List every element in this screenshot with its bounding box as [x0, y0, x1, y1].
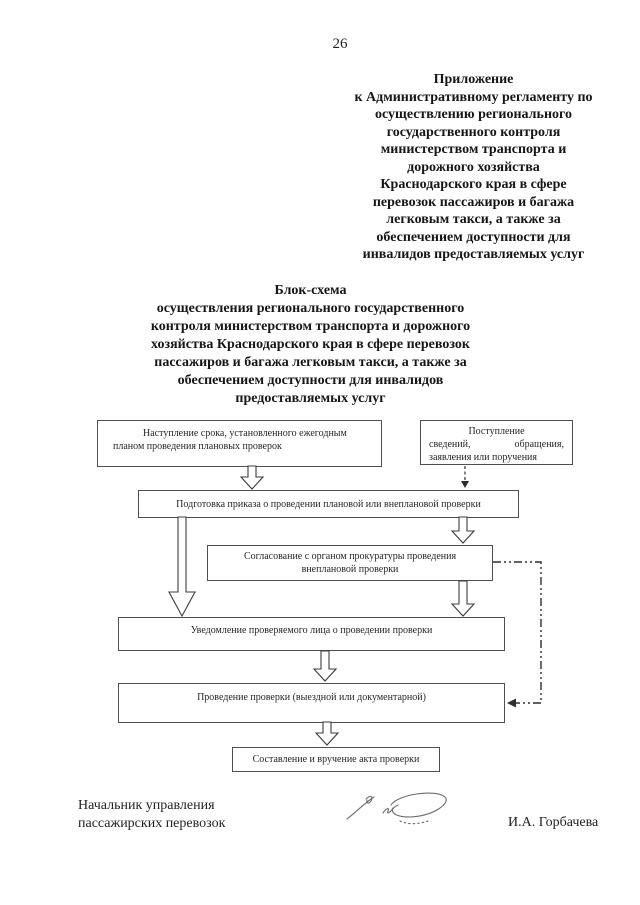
text-line: дорожного хозяйства [407, 159, 540, 175]
flow-box-incoming-line2-left: сведений, [429, 439, 471, 450]
arrow-plan-to-order-icon [239, 465, 265, 490]
flow-box-incoming-line1: Поступление [468, 426, 525, 437]
text-line: инвалидов предоставляемых услуг [362, 247, 585, 262]
text-line: перевозок пассажиров и багажа [372, 194, 575, 210]
flow-box-annual-plan-line1: Наступление срока, установленного ежегод… [143, 428, 347, 439]
text-line: обеспечением доступности для инвалидов [177, 373, 444, 388]
text-line: обеспечением доступности для [376, 229, 571, 245]
annex-heading: Приложение к Административному регламенту… [333, 71, 614, 264]
text-line: Краснодарского края в сфере [380, 177, 567, 192]
arrow-notify-to-inspection-icon [312, 650, 338, 682]
text-line: предоставляемых услуг [235, 391, 386, 406]
text-line: Блок-схема [274, 283, 347, 298]
arrow-order-to-prosecutor-icon [450, 516, 476, 544]
dashed-arrow-incoming-to-order-head-icon [461, 481, 469, 488]
flow-box-incoming-line3: заявления или поручения [429, 452, 537, 463]
text-line: пассажирских перевозок [78, 816, 226, 831]
text-line: внеплановой проверки [301, 564, 399, 575]
flow-box-incoming-line2: сведений, обращения, [429, 438, 564, 451]
text-line: государственного контроля [386, 124, 561, 140]
flow-box-inspection: Проведение проверки (выездной или докуме… [118, 683, 505, 723]
text-line: пассажиров и багажа легковым такси, а та… [154, 355, 467, 370]
arrow-prosecutor-to-notify-icon [450, 580, 476, 617]
text-line: контроля министерством транспорта и доро… [150, 319, 471, 334]
text-line: осуществления регионального государствен… [156, 301, 465, 316]
flow-box-act: Составление и вручение акта проверки [232, 747, 440, 772]
signatory-name: И.А. Горбачева [508, 815, 599, 830]
flow-box-incoming-line2-right: обращения, [514, 439, 564, 450]
signature-scribble [346, 792, 447, 825]
block-scheme-title: Блок-схема осуществления регионального го… [58, 282, 563, 408]
flow-box-prosecutor-approval: Согласование с органом прокуратуры прове… [207, 545, 493, 581]
arrow-order-to-notify-icon [168, 516, 196, 618]
text-line: Согласование с органом прокуратуры прове… [243, 551, 457, 562]
arrow-inspection-to-act-icon [314, 721, 340, 746]
text-line: хозяйства Краснодарского края в сфере пе… [151, 337, 470, 352]
text-line: осуществлению регионального [374, 107, 573, 122]
text-line: Начальник управления [78, 798, 215, 813]
flow-box-order-preparation: Подготовка приказа о проведении плановой… [138, 490, 519, 518]
text-line: к Административному регламенту по [354, 89, 593, 105]
text-line: легковым такси, а также за [386, 212, 561, 227]
flow-box-annual-plan-line2: планом проведения плановых проверок [113, 441, 282, 452]
text-line: Приложение [433, 72, 514, 87]
page-number: 26 [332, 36, 348, 52]
flow-box-notification: Уведомление проверяемого лица о проведен… [118, 617, 505, 651]
signatory-position: Начальник управления пассажирских перевоз… [78, 797, 225, 833]
flow-box-annual-plan: Наступление срока, установленного ежегод… [97, 420, 382, 467]
dashdot-connector-arrowhead-icon [507, 698, 516, 708]
text-line: министерством транспорта и [380, 142, 567, 157]
flow-box-incoming-info: Поступление сведений, обращения, заявлен… [420, 420, 573, 465]
